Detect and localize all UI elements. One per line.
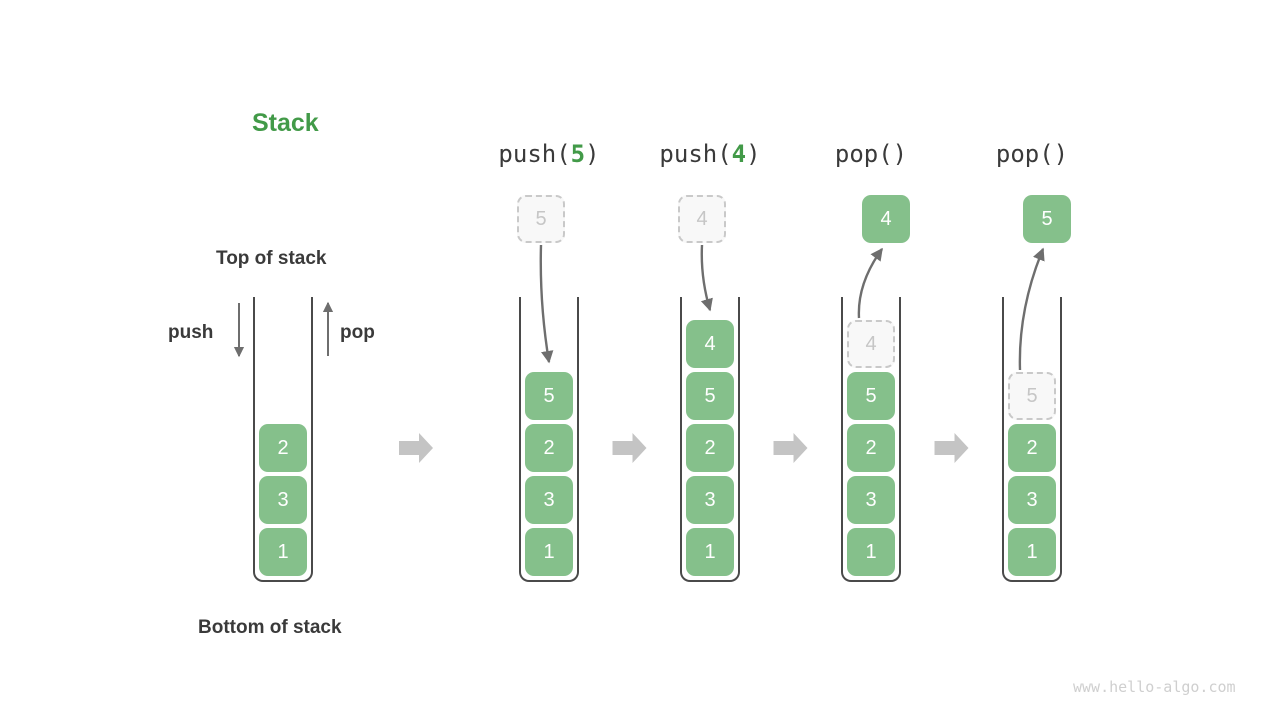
stack-cell: 1 <box>847 528 895 576</box>
stack-cell: 5 <box>525 372 573 420</box>
incoming-value-cell: 4 <box>678 195 726 243</box>
stack-cell: 3 <box>525 476 573 524</box>
operation-suffix: ) <box>746 140 761 168</box>
push-label: push <box>168 322 214 343</box>
operation-suffix: ) <box>892 140 908 168</box>
stack-container-initial <box>253 297 313 582</box>
page-title: Stack <box>252 109 319 137</box>
stack-cell: 3 <box>259 476 307 524</box>
stack-cell: 2 <box>1008 424 1056 472</box>
stack-cell: 2 <box>847 424 895 472</box>
stack-cell: 3 <box>686 476 734 524</box>
stack-cell: 2 <box>686 424 734 472</box>
stack-cell: 1 <box>259 528 307 576</box>
step-arrow-3 <box>773 433 808 463</box>
operation-name: pop( <box>995 140 1054 168</box>
stack-container <box>1002 297 1062 582</box>
operation-suffix: ) <box>585 140 600 168</box>
operation-label-pop-3: pop() <box>781 140 961 168</box>
popped-value-cell: 4 <box>862 195 910 243</box>
stack-cell: 2 <box>525 424 573 472</box>
stack-container <box>519 297 579 582</box>
incoming-value-cell: 5 <box>517 195 565 243</box>
stack-cell: 3 <box>847 476 895 524</box>
popped-value-cell: 5 <box>1023 195 1071 243</box>
stack-container <box>841 297 901 582</box>
stack-cell: 4 <box>686 320 734 368</box>
stack-cell: 2 <box>259 424 307 472</box>
top-of-stack-label: Top of stack <box>216 248 327 269</box>
stack-cell: 1 <box>1008 528 1056 576</box>
pop-label: pop <box>340 322 375 343</box>
operation-suffix: ) <box>1053 140 1069 168</box>
watermark: www.hello-algo.com <box>1073 678 1236 696</box>
step-arrow-1 <box>399 433 433 463</box>
stack-cell: 5 <box>686 372 734 420</box>
stack-cell-removed: 4 <box>847 320 895 368</box>
stack-cell: 1 <box>525 528 573 576</box>
operation-name: push( <box>659 140 732 168</box>
stack-cell: 3 <box>1008 476 1056 524</box>
stack-cell: 1 <box>686 528 734 576</box>
step-arrow-4 <box>934 433 969 463</box>
step-arrow-2 <box>612 433 647 463</box>
operation-name: pop( <box>834 140 893 168</box>
operation-argument: 5 <box>570 140 586 168</box>
stack-cell-removed: 5 <box>1008 372 1056 420</box>
stack-container <box>680 297 740 582</box>
operation-label-pop-4: pop() <box>942 140 1122 168</box>
operation-name: push( <box>498 140 571 168</box>
operation-label-push-2: push(4) <box>620 140 800 168</box>
operation-label-push-1: push(5) <box>459 140 639 168</box>
bottom-of-stack-label: Bottom of stack <box>198 617 342 638</box>
stack-cell: 5 <box>847 372 895 420</box>
operation-argument: 4 <box>731 140 747 168</box>
